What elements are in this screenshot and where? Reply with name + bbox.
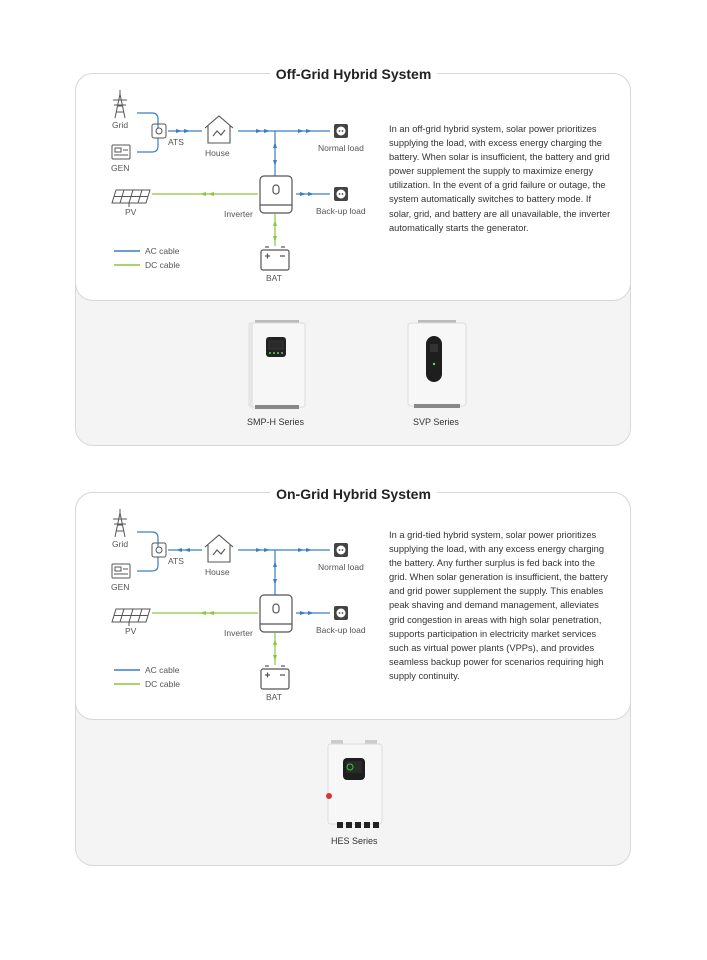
generator-icon (111, 563, 131, 579)
product-label-smp-h: SMP-H Series (247, 417, 305, 427)
smp-h-product-image (248, 320, 306, 409)
label-gen: GEN (111, 582, 130, 592)
legend-dc-label: DC cable (145, 679, 180, 689)
label-inverter: Inverter (224, 209, 253, 219)
label-house: House (205, 567, 230, 577)
label-grid: Grid (112, 539, 129, 549)
svp-product-image (407, 320, 467, 408)
normal-load-outlet-icon (334, 543, 348, 557)
off-grid-diagram (111, 90, 348, 271)
ats-switch-icon (151, 542, 167, 558)
generator-icon (111, 144, 131, 160)
gen-ac-line (137, 557, 159, 572)
label-pv: PV (125, 626, 137, 636)
grid-ac-line (137, 531, 159, 547)
on-grid-diagram (111, 509, 348, 690)
normal-load-outlet-icon (334, 124, 348, 138)
pv-panel-icon (111, 189, 151, 207)
product-label-svp: SVP Series (413, 417, 459, 427)
label-house: House (205, 148, 230, 158)
label-pv: PV (125, 207, 137, 217)
off-grid-description: In an off-grid hybrid system, solar powe… (389, 124, 611, 233)
product-label-hes: HES Series (331, 836, 378, 846)
backup-load-outlet-icon (334, 606, 348, 620)
house-icon (204, 115, 234, 144)
backup-load-outlet-icon (334, 187, 348, 201)
label-bat: BAT (266, 273, 282, 283)
pv-panel-icon (111, 608, 151, 626)
label-inverter: Inverter (224, 628, 253, 638)
grid-tower-icon (113, 90, 127, 119)
battery-icon (260, 246, 290, 271)
gen-ac-line (137, 138, 159, 153)
hes-product-image (326, 740, 383, 828)
label-grid: Grid (112, 120, 129, 130)
grid-tower-icon (113, 509, 127, 538)
inverter-icon (259, 175, 293, 214)
label-ats: ATS (168, 137, 184, 147)
legend-dc-label: DC cable (145, 260, 180, 270)
label-bat: BAT (266, 692, 282, 702)
label-backup-load: Back-up load (316, 625, 366, 635)
label-gen: GEN (111, 163, 130, 173)
on-grid-description: In a grid-tied hybrid system, solar powe… (389, 530, 608, 681)
label-backup-load: Back-up load (316, 206, 366, 216)
off-grid-diagram-panel (75, 73, 631, 301)
battery-icon (260, 665, 290, 690)
off-grid-card (75, 73, 631, 446)
off-grid-title: Off-Grid Hybrid System (0, 66, 707, 82)
house-icon (204, 534, 234, 563)
legend-ac-label: AC cable (145, 246, 180, 256)
ats-switch-icon (151, 123, 167, 139)
label-ats: ATS (168, 556, 184, 566)
legend-ac-label: AC cable (145, 665, 180, 675)
grid-ac-line (137, 112, 159, 128)
label-normal-load: Normal load (318, 143, 364, 153)
inverter-icon (259, 594, 293, 633)
on-grid-diagram-panel (75, 492, 631, 720)
on-grid-title: On-Grid Hybrid System (0, 486, 707, 502)
label-normal-load: Normal load (318, 562, 364, 572)
